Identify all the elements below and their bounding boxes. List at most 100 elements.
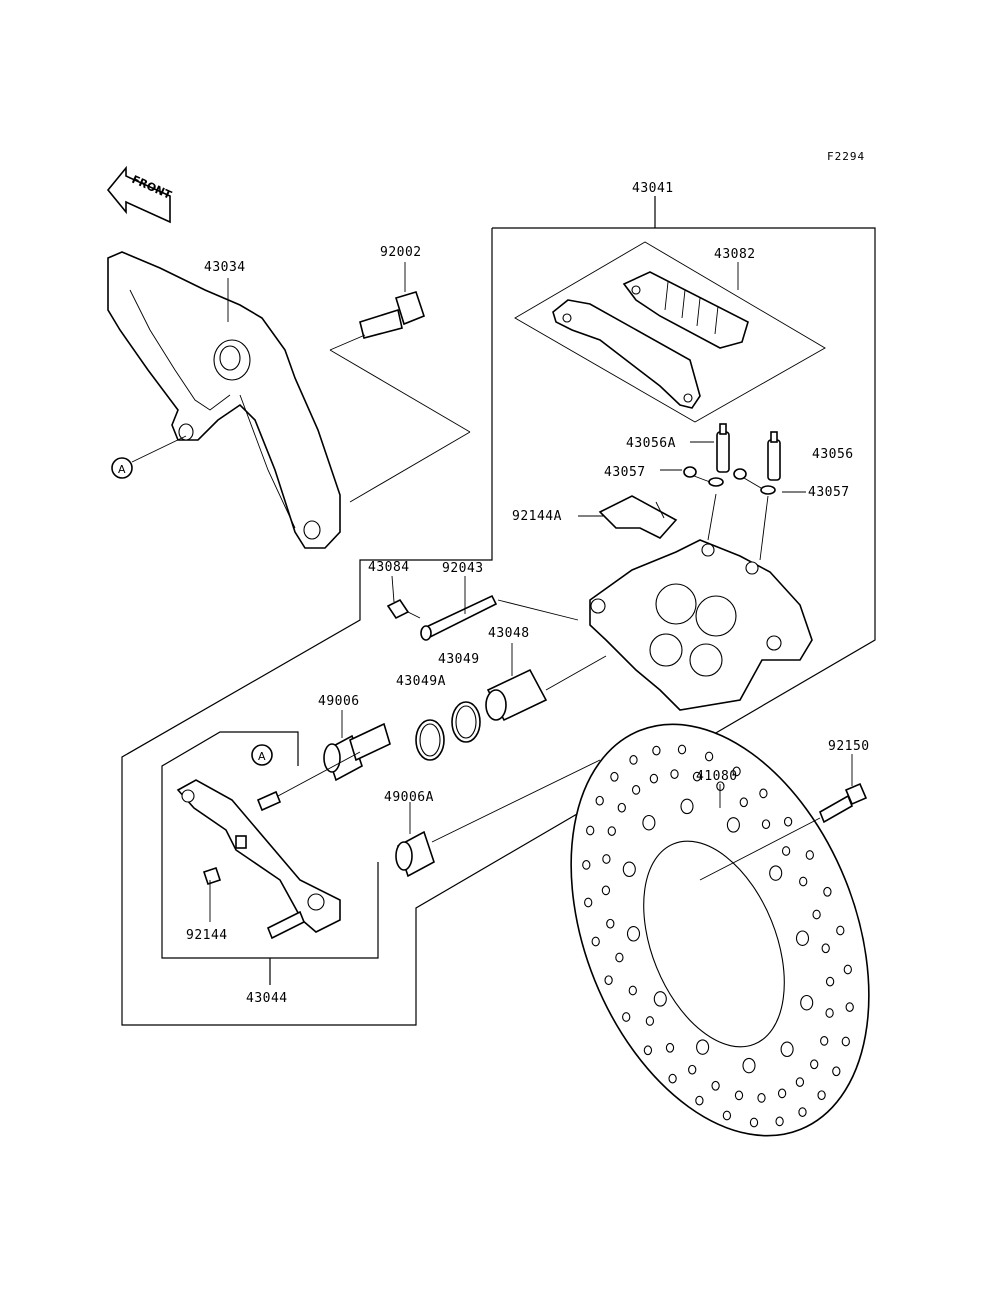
disc-hole (652, 745, 661, 756)
disc-hole (821, 943, 830, 954)
disc-hole (696, 1039, 710, 1055)
disc-bolt (699, 782, 868, 881)
pad-spring (598, 495, 678, 539)
disc-hole (649, 773, 659, 784)
boot-49006 (323, 722, 391, 782)
ref-marker-a-top: A (111, 435, 187, 479)
disc-hole (645, 1016, 655, 1026)
disc-hole (604, 975, 613, 986)
support-bracket (176, 751, 361, 940)
disc-hole (805, 850, 814, 860)
disc-hole (631, 785, 641, 795)
disc-hole (601, 885, 611, 896)
label-43082: 43082 (714, 247, 756, 262)
label-43056A: 43056A (626, 436, 676, 451)
disc-hole (680, 798, 694, 815)
label-49006: 49006 (318, 694, 360, 709)
disc-hole (628, 985, 637, 996)
disc-hole (704, 751, 714, 762)
disc-hole (761, 819, 771, 830)
label-43041: 43041 (632, 181, 674, 196)
label-43049A: 43049A (396, 674, 446, 689)
pin-clip (386, 598, 421, 620)
disc-hole (810, 1059, 819, 1070)
disc-hole (795, 930, 810, 946)
disc-hole (606, 918, 615, 929)
disc-hole (775, 1116, 784, 1127)
disc-hole (825, 1008, 834, 1018)
disc-hole (781, 846, 791, 856)
pad-pin (420, 594, 579, 641)
piston (485, 655, 607, 722)
brake-disc (570, 723, 870, 1137)
bleeder-cap-left (683, 466, 724, 487)
bolt-92002 (329, 291, 471, 503)
disc-hole (617, 802, 626, 813)
label-43044: 43044 (246, 991, 288, 1006)
label-92144: 92144 (186, 928, 228, 943)
disc-hole (726, 817, 740, 833)
disc-hole (800, 994, 814, 1011)
caliper-assembly-boundary (121, 227, 876, 1026)
disc-hole (749, 1117, 759, 1128)
label-49006A: 49006A (384, 790, 434, 805)
disc-hole (798, 1107, 807, 1117)
caliper-bracket (107, 251, 341, 549)
caliper-body (589, 493, 813, 711)
label-43084: 43084 (368, 560, 410, 575)
disc-hole (783, 816, 793, 827)
disc-hole (629, 755, 638, 765)
frame-id: F2294 (827, 150, 865, 163)
disc-hole (825, 976, 835, 987)
disc-hole (759, 788, 768, 799)
disc-hole (610, 771, 619, 782)
ref-marker-a-bottom: A (251, 744, 273, 766)
disc-hole (582, 860, 591, 870)
disc-hole (692, 771, 702, 782)
label-43057-left: 43057 (604, 465, 646, 480)
disc-hole (668, 1073, 677, 1084)
disc-hole (622, 1012, 631, 1022)
disc-hole (626, 926, 641, 942)
disc-hole (711, 1080, 720, 1091)
disc-hole (642, 814, 656, 831)
disc-hole (695, 1095, 704, 1106)
disc-hole (777, 1088, 787, 1099)
bleeder-cap-right (733, 468, 776, 495)
disc-hole (607, 826, 616, 836)
disc-hole (643, 1045, 653, 1056)
disc-hole (769, 865, 783, 881)
label-43034: 43034 (204, 260, 246, 275)
ref-marker-letter: A (118, 463, 126, 476)
label-43056: 43056 (812, 447, 854, 462)
disc-hole (832, 1066, 841, 1077)
disc-hole (732, 766, 741, 777)
disc-hole (665, 1042, 675, 1053)
disc-hole (677, 744, 687, 755)
disc-hole (757, 1093, 766, 1103)
disc-hole (688, 1064, 697, 1075)
disc-hole (795, 1077, 805, 1087)
label-92002: 92002 (380, 245, 422, 260)
label-43048: 43048 (488, 626, 530, 641)
disc-hole (586, 825, 595, 836)
brake-pad-set (514, 241, 826, 423)
disc-hole (602, 854, 611, 864)
label-92144A: 92144A (512, 509, 562, 524)
ref-marker-letter: A (258, 750, 266, 763)
disc-hole (780, 1041, 794, 1058)
boot-49006A (395, 759, 601, 878)
disc-hole (722, 1110, 732, 1121)
label-41080: 41080 (696, 769, 738, 784)
label-43049: 43049 (438, 652, 480, 667)
disc-hole (584, 897, 593, 908)
bleeder-valve-right (767, 431, 781, 481)
disc-hole (734, 1090, 744, 1101)
disc-hole (615, 952, 624, 963)
disc-hole (742, 1057, 756, 1074)
label-92150: 92150 (828, 739, 870, 754)
disc-hole (670, 769, 679, 779)
leader-lines (209, 262, 853, 922)
front-arrow-icon: FRONT (106, 165, 174, 224)
